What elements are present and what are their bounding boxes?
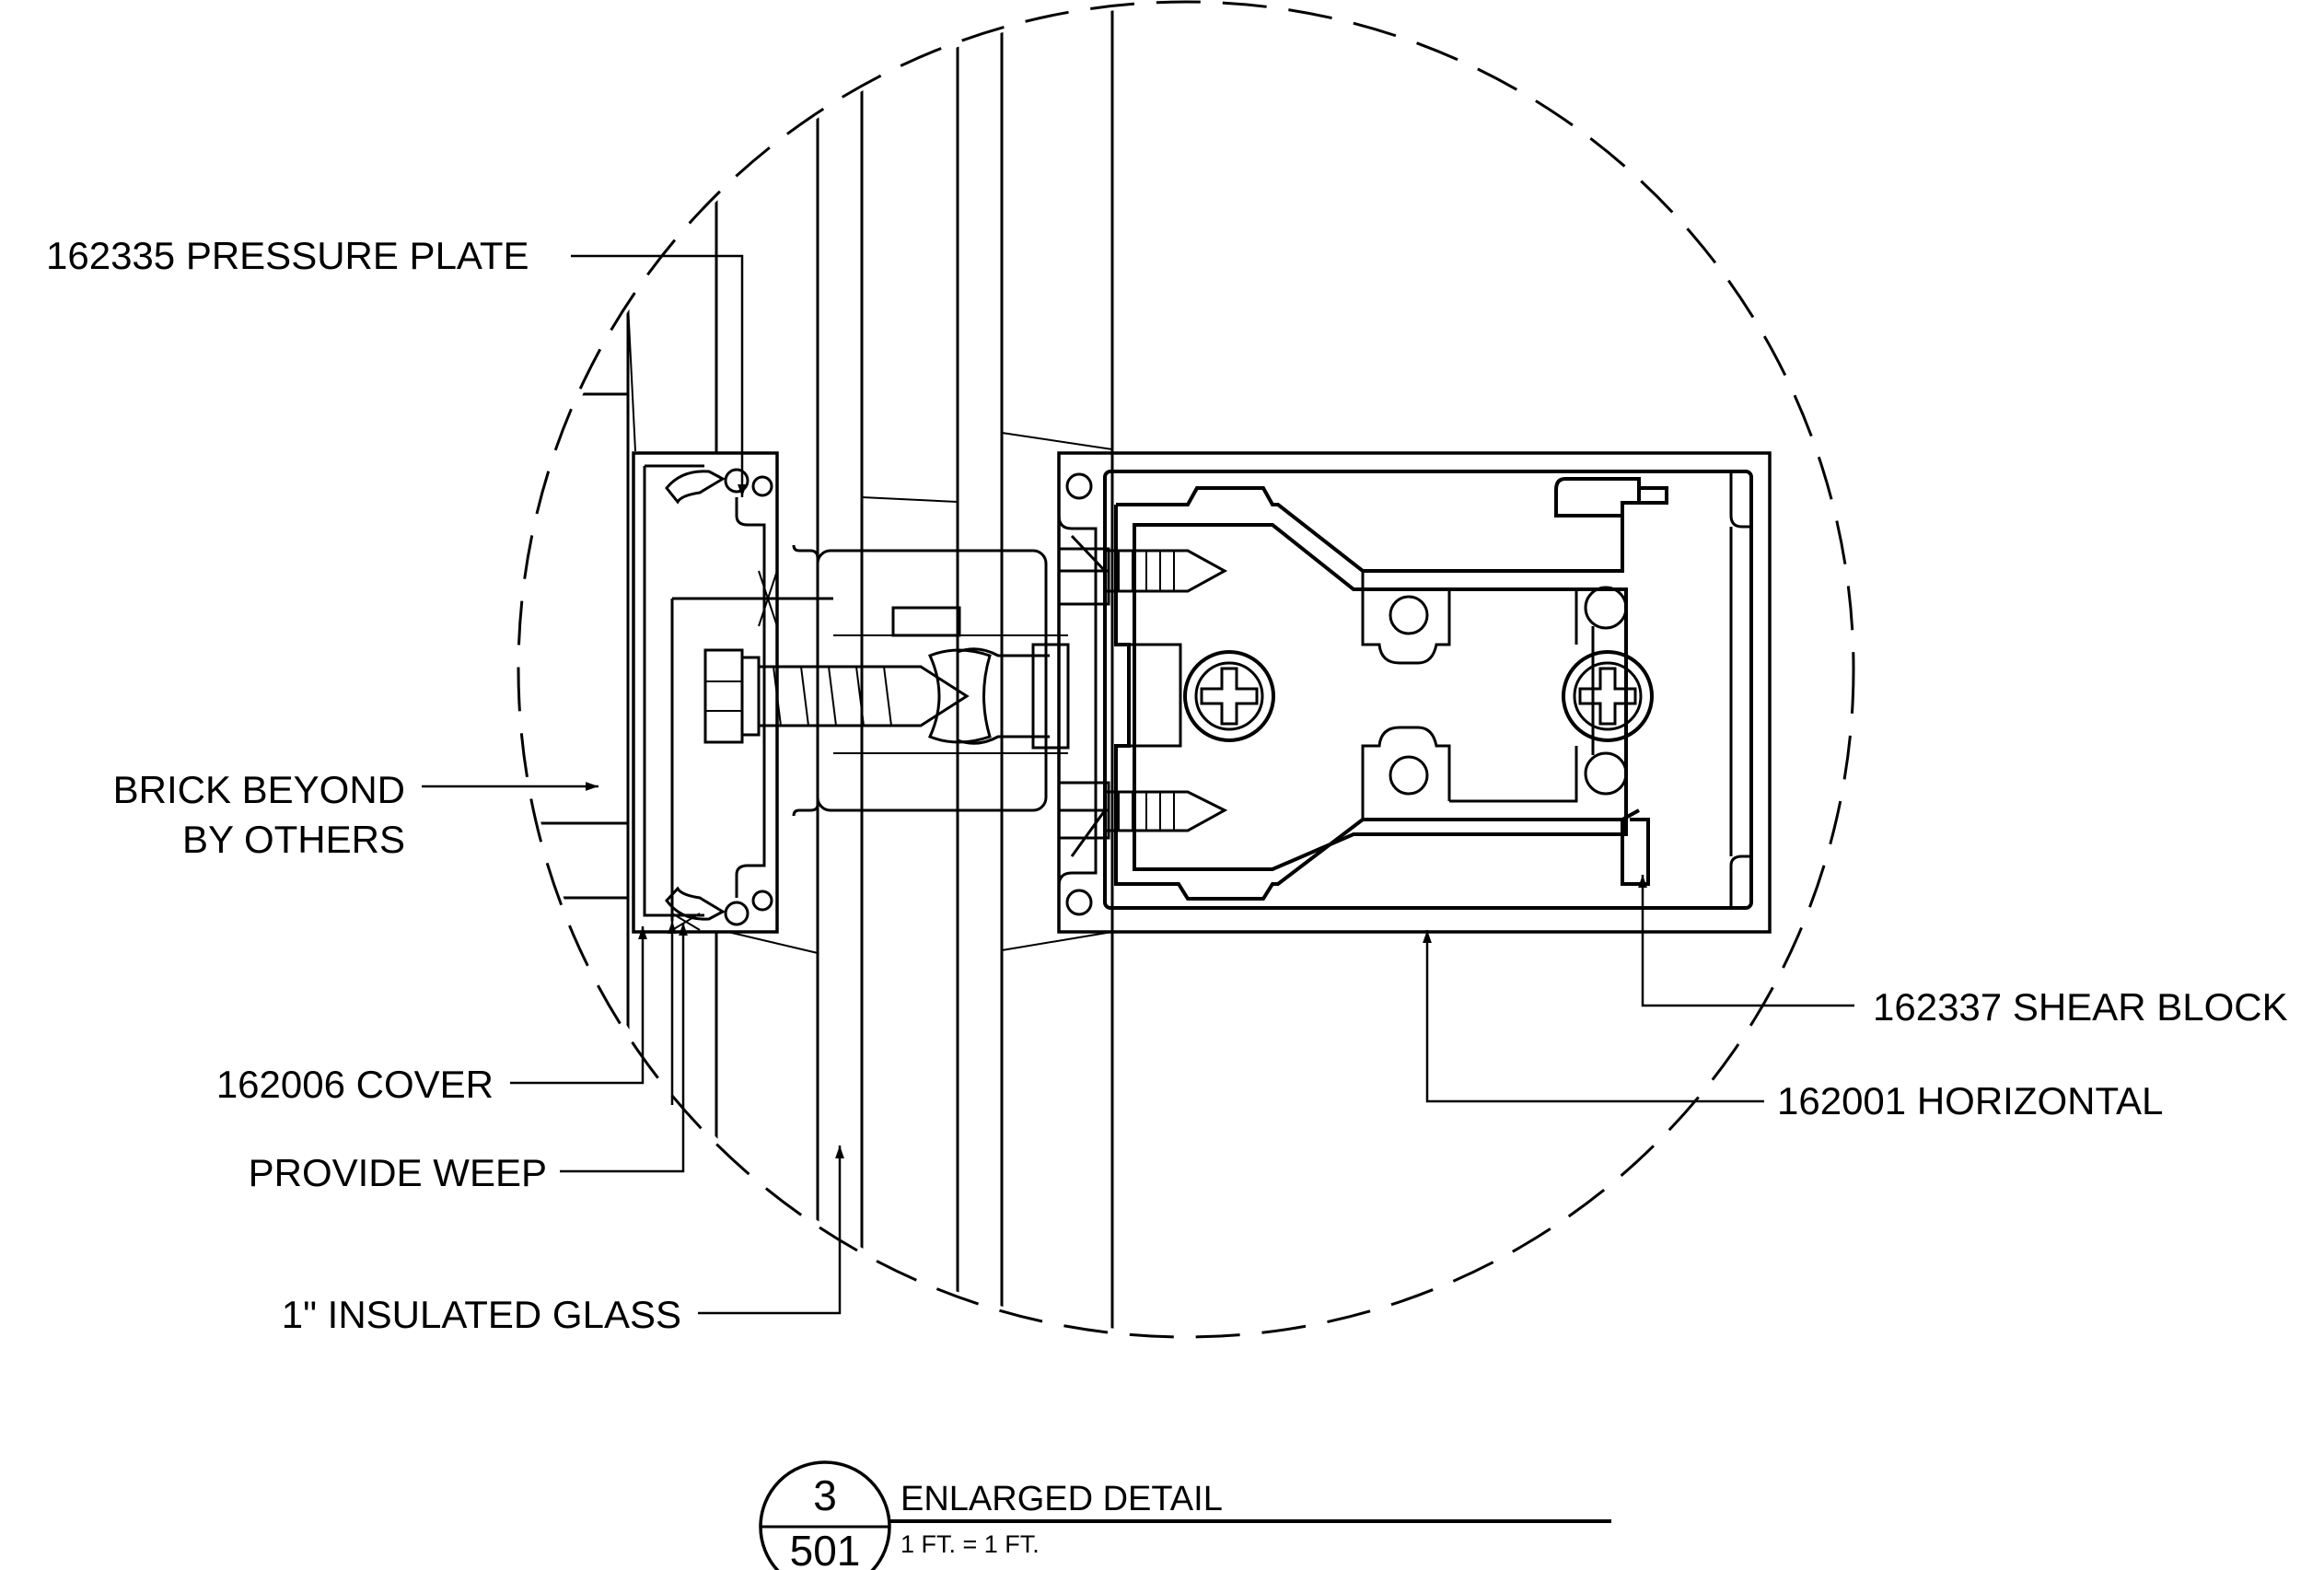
label-shear-block: 162337 SHEAR BLOCK	[1873, 985, 2288, 1029]
glazing-gaskets	[1057, 547, 1110, 840]
leader-pressure-plate	[571, 254, 747, 497]
leader-shear-block	[1638, 875, 1854, 1007]
phillips-screw-heads	[1183, 650, 1654, 742]
horizontal-mullion-extrusion	[1057, 451, 1772, 934]
spacer-block	[792, 544, 1068, 817]
detail-title-block: 3 501 ENLARGED DETAIL 1 FT. = 1 FT.	[759, 1460, 1611, 1570]
fastener-bolt	[703, 643, 1070, 750]
leader-cover	[510, 926, 647, 1085]
leader-weep-a	[560, 923, 688, 1173]
insulated-glass-lines	[816, 6, 1114, 1332]
detail-title: ENLARGED DETAIL	[901, 1480, 1223, 1518]
leader-lines	[422, 254, 1854, 1315]
detail-scale: 1 FT. = 1 FT.	[901, 1530, 1040, 1558]
detail-geometry	[523, 6, 1114, 1332]
label-brick-line1: BRICK BEYOND	[113, 768, 405, 811]
label-weep: PROVIDE WEEP	[249, 1151, 547, 1194]
leader-horizontal	[1423, 930, 1764, 1103]
sheet-number: 501	[790, 1527, 861, 1570]
leader-glass	[698, 1146, 844, 1315]
cover-lines	[670, 597, 833, 921]
label-horizontal: 162001 HORIZONTAL	[1777, 1079, 2163, 1122]
label-glass: 1" INSULATED GLASS	[282, 1293, 681, 1336]
label-cover: 162006 COVER	[216, 1063, 494, 1106]
shear-block	[1070, 477, 1668, 901]
label-pressure-plate: 162335 PRESSURE PLATE	[46, 234, 529, 277]
label-brick-line2: BY OTHERS	[182, 818, 405, 861]
detail-number: 3	[813, 1471, 837, 1519]
perspective-lines	[627, 303, 1113, 954]
detail-boundary-circle	[517, 0, 1855, 1339]
